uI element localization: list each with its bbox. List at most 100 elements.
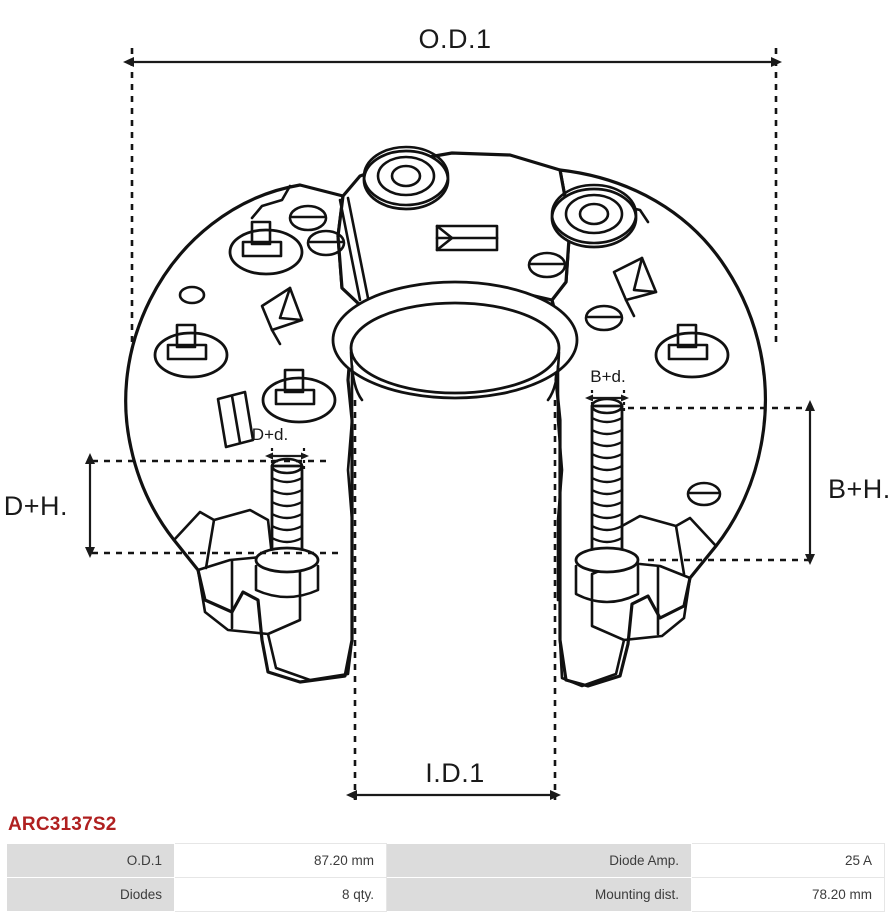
stud-right-washer <box>574 546 640 574</box>
diode-terminal-base <box>241 240 283 258</box>
part-code-title: ARC3137S2 <box>8 814 117 835</box>
stud-left-nut <box>254 564 320 599</box>
thread-r3 <box>590 440 624 448</box>
dimension-od1: O.D.1 <box>123 24 782 345</box>
polarity-arrow-left-tail <box>270 328 282 346</box>
polarity-arrow-left <box>260 286 304 346</box>
body-notch-left <box>250 184 292 220</box>
polarity-arrow-right <box>612 256 658 318</box>
thread-r6 <box>590 476 624 484</box>
dimension-b-plus-d: B+d. <box>585 367 629 414</box>
vent-hole-3 <box>527 251 567 279</box>
inner-column-left <box>346 364 354 602</box>
thread-r10 <box>590 524 624 532</box>
bracket-right <box>590 560 692 642</box>
body-seam-left <box>338 198 362 302</box>
vent-hole-2 <box>306 229 346 257</box>
diode-terminal-base <box>667 343 709 361</box>
diode-seat-lower-left <box>261 368 337 424</box>
stud-left <box>254 457 320 599</box>
bracket-left <box>196 554 302 636</box>
dimension-d-plus-d: D+d. <box>252 425 309 472</box>
thread-l4 <box>270 512 304 520</box>
diode-ellipse <box>228 228 304 276</box>
stud-right-nut <box>574 564 640 604</box>
thread-r2 <box>590 428 624 436</box>
diode-ellipse <box>654 331 730 379</box>
spec-value-mounting-dist: 78.20 mm <box>691 877 885 912</box>
spec-label-mounting-dist: Mounting dist. <box>386 877 692 912</box>
slot-mark-left <box>216 390 255 449</box>
thread-r9 <box>590 512 624 520</box>
hub-wall-left <box>349 350 364 402</box>
terminal-tab <box>435 224 499 252</box>
bracket-left-lower <box>266 632 354 682</box>
vent-hole-1 <box>288 204 328 232</box>
boss-right-outer-top <box>550 183 638 245</box>
b-plus-d-label: B+d. <box>590 367 625 386</box>
thread-r11 <box>590 536 624 544</box>
diode-seat-mid-left <box>153 323 229 379</box>
spec-label-od1: O.D.1 <box>6 843 175 878</box>
boss-left-bore <box>390 164 422 188</box>
diode-seat-upper-left <box>228 220 304 276</box>
thread-l5 <box>270 524 304 532</box>
table-row: O.D.1 87.20 mm Diode Amp. 25 A <box>6 843 885 878</box>
table-row: Diodes 8 qty. Mounting dist. 78.20 mm <box>6 877 885 912</box>
b-plus-h-label: B+H. <box>828 474 890 504</box>
d-plus-h-label: D+H. <box>4 491 68 521</box>
spec-value-od1: 87.20 mm <box>174 843 387 878</box>
thread-l1 <box>270 476 304 484</box>
id1-label: I.D.1 <box>425 758 485 788</box>
dimension-id1: I.D.1 <box>346 400 561 800</box>
polarity-arrow-left-fold <box>278 286 304 322</box>
thread-r4 <box>590 452 624 460</box>
mounting-boss-left <box>362 145 450 211</box>
slot-mark-left-body <box>216 390 255 449</box>
boss-right-outer <box>550 187 638 249</box>
hub-inner-ellipse <box>349 301 561 395</box>
thread-l3 <box>270 500 304 508</box>
spec-value-diodes: 8 qty. <box>174 877 387 912</box>
spec-value-diode-amp: 25 A <box>691 843 885 878</box>
thread-l2 <box>270 488 304 496</box>
od1-label: O.D.1 <box>418 24 491 54</box>
stud-left-washer <box>254 546 320 574</box>
diode-terminal-base <box>166 343 208 361</box>
skirt-right <box>674 516 718 576</box>
inner-column-right <box>556 364 564 602</box>
slot-mark-left-line <box>230 394 242 445</box>
diode-terminal-stem <box>283 368 305 394</box>
boss-right-bore <box>578 202 610 226</box>
rectifier-drawing-svg: O.D.1 I.D.1 D+H. B+H. <box>4 24 890 800</box>
thread-r5 <box>590 464 624 472</box>
terminal-tab-body <box>435 224 499 252</box>
spec-label-diodes: Diodes <box>6 877 175 912</box>
thread-r1 <box>590 416 624 424</box>
technical-drawing: O.D.1 I.D.1 D+H. B+H. <box>3 24 890 800</box>
d-plus-d-label: D+d. <box>252 425 288 444</box>
polarity-arrow-right-fold <box>632 256 658 294</box>
body-seam-left-2 <box>346 196 370 300</box>
diode-ellipse <box>153 331 229 379</box>
hub-wall-right <box>546 350 561 402</box>
stud-right <box>574 397 640 604</box>
dimension-d-plus-h: D+H. <box>4 453 340 558</box>
boss-left-outer-top <box>362 145 450 207</box>
diode-terminal-stem <box>175 323 197 349</box>
spec-label-diode-amp: Diode Amp. <box>386 843 692 878</box>
diode-terminal-base <box>274 388 316 406</box>
vent-hole-4 <box>584 304 624 332</box>
diode-seat-lower-right <box>654 323 730 379</box>
boss-left-outer <box>362 149 450 211</box>
thread-r8 <box>590 500 624 508</box>
pin-hole-left <box>178 285 206 305</box>
dimension-b-plus-h: B+H. <box>628 400 890 565</box>
spec-table: O.D.1 87.20 mm Diode Amp. 25 A Diodes 8 … <box>6 843 885 912</box>
mounting-boss-right <box>550 183 638 249</box>
skirt-left <box>172 510 216 570</box>
bracket-right-lower <box>558 638 626 688</box>
thread-l6 <box>270 536 304 544</box>
vent-hole-5 <box>686 481 722 507</box>
